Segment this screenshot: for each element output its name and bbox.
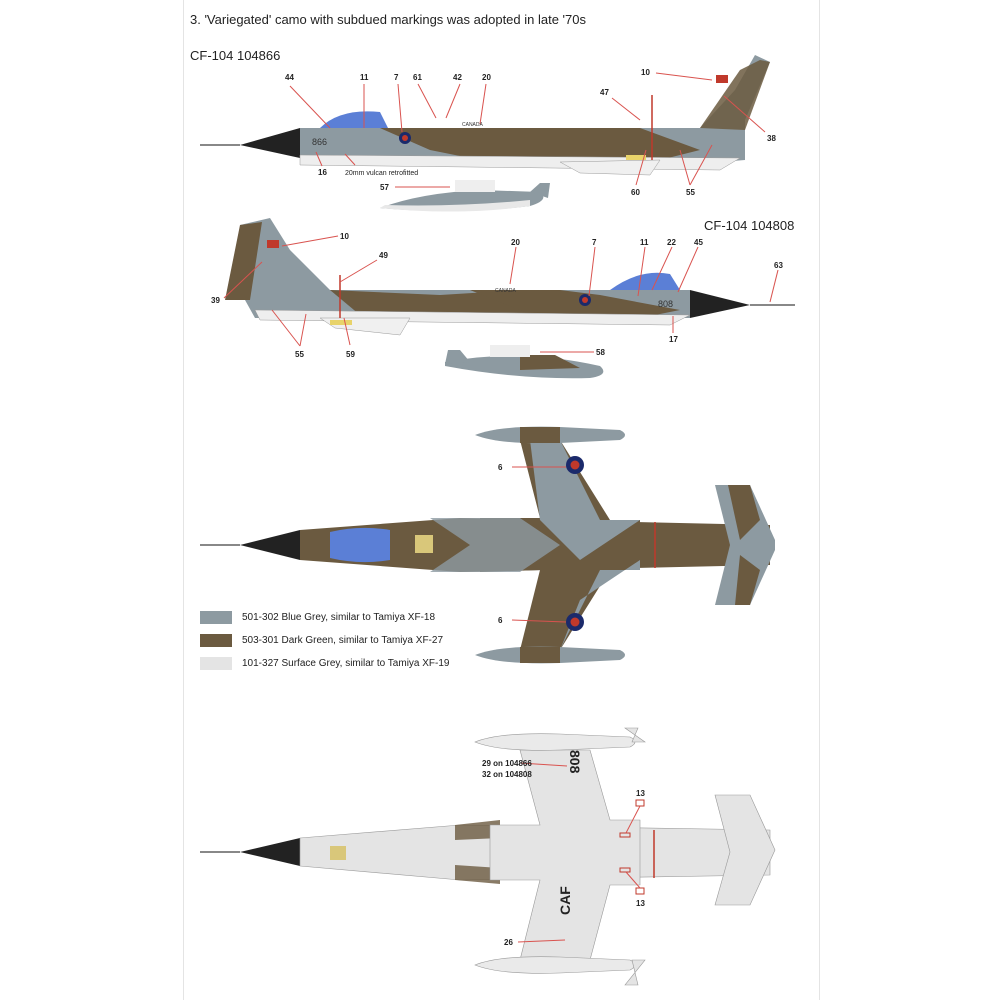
- callout-label: 22: [667, 238, 676, 247]
- callout-label: 10: [641, 68, 650, 77]
- callout-label: 16: [318, 168, 327, 177]
- callout-label: 6: [498, 463, 503, 472]
- callout-label: 38: [767, 134, 776, 143]
- callout-label: 55: [295, 350, 304, 359]
- callout-label: 49: [379, 251, 388, 260]
- callout-label: 58: [596, 348, 605, 357]
- callout-label: 39: [211, 296, 220, 305]
- fuselage-text: CANADA: [462, 122, 484, 128]
- color-legend: 501-302 Blue Grey, similar to Tamiya XF-…: [200, 606, 450, 675]
- vulcan-note: 20mm vulcan retrofitted: [345, 170, 418, 177]
- callout-label: 6: [498, 616, 503, 625]
- legend-item-surface-grey: 101-327 Surface Grey, similar to Tamiya …: [200, 652, 450, 674]
- side-view-104808: 808 CANADA: [225, 218, 795, 336]
- callout-label: 61: [413, 73, 422, 82]
- legend-label: 503-301 Dark Green, similar to Tamiya XF…: [242, 634, 444, 646]
- fuselage-code: 808: [658, 299, 673, 309]
- aircraft-label-1: CF-104 104866: [190, 48, 281, 63]
- callout-label: 17: [669, 335, 678, 344]
- wing-code-808: 808: [567, 750, 583, 774]
- fuselage-code: 866: [312, 137, 327, 147]
- fuselage-text: CANADA: [495, 288, 517, 294]
- callout-label: 20: [482, 73, 491, 82]
- callout-label: 11: [640, 238, 649, 247]
- callouts-bottom: 13 13 26 29 on 104866 32 on 104808: [482, 759, 645, 947]
- swatch-dark-green: [200, 633, 232, 647]
- callout-label: 45: [694, 238, 703, 247]
- legend-label: 101-327 Surface Grey, similar to Tamiya …: [242, 657, 450, 669]
- pylon-tank-2: [445, 345, 604, 379]
- callout-label: 7: [394, 73, 399, 82]
- callout-label: 60: [631, 188, 640, 197]
- side-view-104866: 866 CANADA: [200, 55, 770, 176]
- swatch-surface-grey: [200, 656, 232, 670]
- callout-label: 10: [340, 232, 349, 241]
- callout-label: 59: [346, 350, 355, 359]
- callout-label: 47: [600, 88, 609, 97]
- callout-label: 55: [686, 188, 695, 197]
- callouts-side-2: 10 49 39 55 59 20 7 11 22 45 63 17 58: [211, 232, 783, 359]
- aircraft-label-2: CF-104 104808: [704, 218, 795, 233]
- legend-item-blue-grey: 501-302 Blue Grey, similar to Tamiya XF-…: [200, 606, 450, 628]
- legend-label: 501-302 Blue Grey, similar to Tamiya XF-…: [242, 611, 436, 623]
- callout-label: 44: [285, 73, 294, 82]
- callout-label: 32 on 104808: [482, 770, 532, 779]
- pylon-tank-1: [380, 180, 550, 212]
- callout-label: 63: [774, 261, 783, 270]
- callouts-side-1: 44 11 7 61 42 20 10 47 38 16 60 55 57 20…: [285, 68, 776, 197]
- page-title: 3. 'Variegated' camo with subdued markin…: [190, 12, 586, 27]
- bottom-view: 808 CAF: [200, 727, 776, 986]
- callouts-top: 6 6: [498, 463, 567, 625]
- callout-label: 11: [360, 73, 369, 82]
- swatch-blue-grey: [200, 610, 232, 624]
- callout-label: 13: [636, 789, 645, 798]
- callout-label: 29 on 104866: [482, 759, 532, 768]
- callout-label: 26: [504, 938, 513, 947]
- legend-item-dark-green: 503-301 Dark Green, similar to Tamiya XF…: [200, 629, 450, 651]
- top-view: [200, 426, 775, 664]
- callout-label: 57: [380, 183, 389, 192]
- callout-label: 13: [636, 899, 645, 908]
- callout-label: 42: [453, 73, 462, 82]
- sheet-panel: [183, 0, 820, 1000]
- callout-label: 20: [511, 238, 520, 247]
- wing-code-caf: CAF: [557, 886, 573, 915]
- callout-label: 7: [592, 238, 597, 247]
